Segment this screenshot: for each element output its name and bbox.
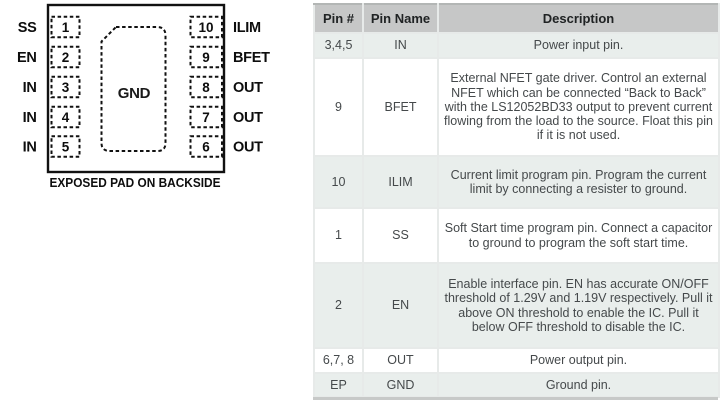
description-cell: External NFET gate driver. Control an ex… <box>437 57 720 157</box>
pin-name-cell: BFET <box>362 57 439 157</box>
pin-number-cell: EP <box>313 372 364 398</box>
pin-3: 3 IN <box>23 75 81 99</box>
pin-5: 5 IN <box>23 135 81 158</box>
pin-6-box <box>189 135 223 158</box>
pin-9-label: BFET <box>233 50 270 66</box>
pin-3-box <box>50 75 81 99</box>
pinout-diagram: GND 1 SS 2 EN 3 IN 4 IN 5 IN 10 ILIM 9 B… <box>17 3 270 190</box>
pin-10: 10 ILIM <box>189 15 261 39</box>
pin-1-label: SS <box>18 20 37 36</box>
col-header-pin-name: Pin Name <box>362 3 439 34</box>
pin-8: 8 OUT <box>189 75 263 99</box>
pin-2-box <box>50 45 81 69</box>
pin-number-cell: 1 <box>313 207 364 264</box>
description-cell: Power output pin. <box>437 347 720 374</box>
pin-name-cell: SS <box>362 207 439 264</box>
col-header-pin-number: Pin # <box>313 3 364 34</box>
pin-9-number: 9 <box>202 50 210 65</box>
pin-3-number: 3 <box>62 80 70 95</box>
table-row-ss: 1 SS Soft Start time program pin. Connec… <box>313 207 720 264</box>
pin-number-cell: 2 <box>313 262 364 349</box>
pin-6: 6 OUT <box>189 135 263 158</box>
table-row-en: 2 EN Enable interface pin. EN has accura… <box>313 262 720 349</box>
description-cell: Current limit program pin. Program the c… <box>437 155 720 209</box>
pin-5-number: 5 <box>62 139 70 154</box>
pin-4-number: 4 <box>62 110 70 125</box>
table-row-ilim: 10 ILIM Current limit program pin. Progr… <box>313 155 720 209</box>
pin-number-cell: 6,7, 8 <box>313 347 364 374</box>
pin-9: 9 BFET <box>189 45 270 69</box>
pin-2-number: 2 <box>62 50 70 65</box>
pin-4-label: IN <box>23 110 37 126</box>
description-cell: Enable interface pin. EN has accurate ON… <box>437 262 720 349</box>
description-cell: Ground pin. <box>437 372 720 398</box>
pin-1: 1 SS <box>18 15 81 39</box>
table-cutoff-strip <box>313 397 718 400</box>
pin-10-box <box>189 15 223 39</box>
pin-1-box <box>50 15 81 39</box>
pin-7-number: 7 <box>202 110 210 125</box>
exposed-pad-outline <box>100 26 167 152</box>
pin-2: 2 EN <box>17 45 81 69</box>
pin-number-cell: 9 <box>313 57 364 157</box>
table-row-gnd: EP GND Ground pin. <box>313 372 720 398</box>
pin-4-box <box>50 105 81 129</box>
pad-label: GND <box>118 85 151 102</box>
pin-6-number: 6 <box>202 139 210 154</box>
description-cell: Power input pin. <box>437 32 720 59</box>
pin-1-number: 1 <box>62 20 70 35</box>
pin-name-cell: EN <box>362 262 439 349</box>
description-cell: Soft Start time program pin. Connect a c… <box>437 207 720 264</box>
pin-7-box <box>189 105 223 129</box>
pin-name-cell: IN <box>362 32 439 59</box>
pin-name-cell: ILIM <box>362 155 439 209</box>
pin-2-label: EN <box>17 50 37 66</box>
pin-6-label: OUT <box>233 140 263 156</box>
pin-4: 4 IN <box>23 105 81 129</box>
pin-5-label: IN <box>23 140 37 156</box>
pin-number-cell: 10 <box>313 155 364 209</box>
pin-name-cell: GND <box>362 372 439 398</box>
table-row-bfet: 9 BFET External NFET gate driver. Contro… <box>313 57 720 157</box>
table-row-in: 3,4,5 IN Power input pin. <box>313 32 720 59</box>
pin-9-box <box>189 45 223 69</box>
pin-7-label: OUT <box>233 110 263 126</box>
pin-10-label: ILIM <box>233 20 261 36</box>
table-header-row: Pin # Pin Name Description <box>313 3 720 34</box>
pin-8-number: 8 <box>202 80 210 95</box>
pin-7: 7 OUT <box>189 105 263 129</box>
col-header-description: Description <box>437 3 720 34</box>
pin-name-cell: OUT <box>362 347 439 374</box>
pin-8-label: OUT <box>233 80 263 96</box>
pin-number-cell: 3,4,5 <box>313 32 364 59</box>
diagram-caption: EXPOSED PAD ON BACKSIDE <box>50 175 221 190</box>
pin-3-label: IN <box>23 80 37 96</box>
table-row-out: 6,7, 8 OUT Power output pin. <box>313 347 720 374</box>
pin-5-box <box>50 135 81 158</box>
pin-description-table: Pin # Pin Name Description 3,4,5 IN Powe… <box>313 3 720 398</box>
pin-10-number: 10 <box>198 20 213 35</box>
pin-8-box <box>189 75 223 99</box>
